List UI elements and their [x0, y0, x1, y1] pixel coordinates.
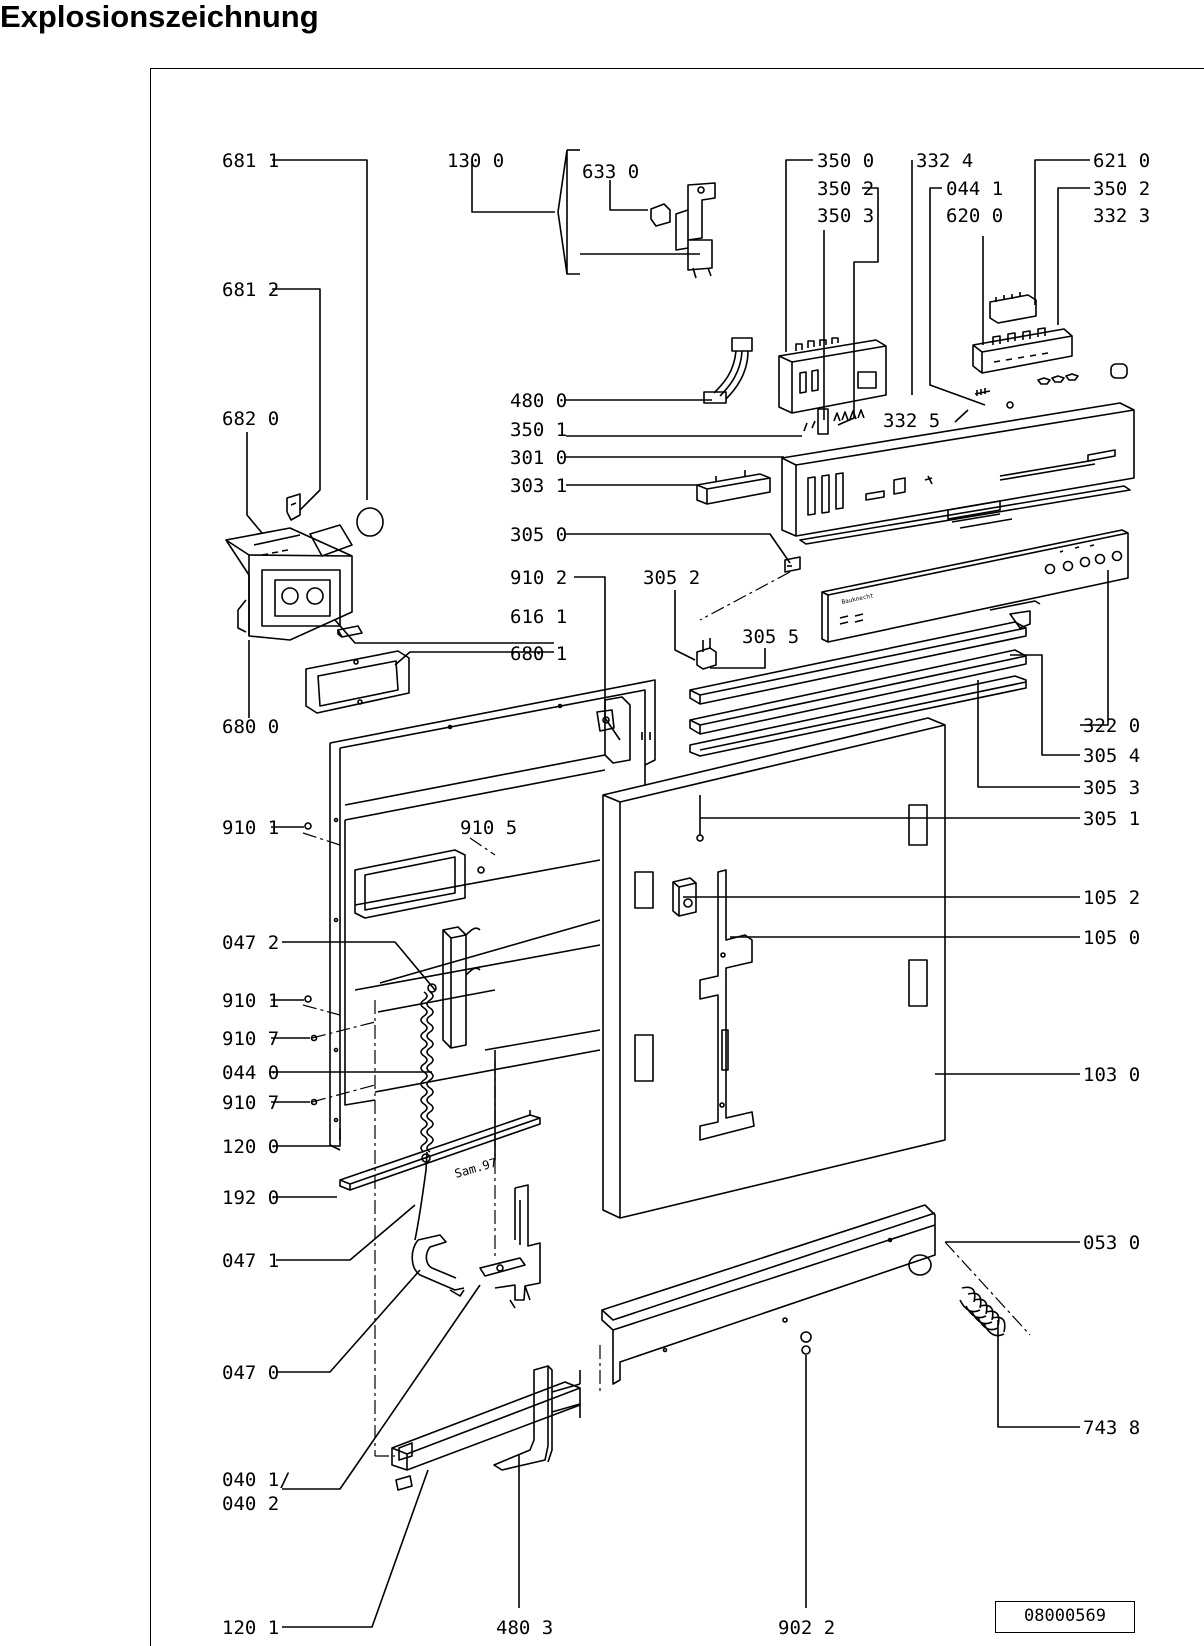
label-350-0: 350 0: [817, 150, 874, 172]
label-305-5: 305 5: [742, 626, 799, 648]
part-743-8-hose: [959, 1286, 1006, 1337]
label-350-2-a: 350 2: [817, 178, 874, 200]
label-350-1: 350 1: [510, 419, 567, 441]
label-305-3: 305 3: [1083, 777, 1140, 799]
part-633-clip: [650, 203, 671, 227]
label-350-3: 350 3: [817, 205, 874, 227]
label-192-0: 192 0: [222, 1187, 279, 1209]
part-480-cable-harness: [703, 337, 753, 404]
part-902-2-screw: [800, 1331, 812, 1355]
label-305-4: 305 4: [1083, 745, 1140, 767]
part-480-3-bracket: [493, 1365, 581, 1471]
label-680-0: 680 0: [222, 716, 279, 738]
label-332-5: 332 5: [883, 410, 940, 432]
document-id: 08000569: [995, 1601, 1135, 1633]
label-305-2: 305 2: [643, 567, 700, 589]
label-044-0: 044 0: [222, 1062, 279, 1084]
label-633-0: 633 0: [582, 161, 639, 183]
part-130-bracket: [675, 182, 716, 279]
label-910-2: 910 2: [510, 567, 567, 589]
part-680-dispenser: [225, 524, 353, 641]
label-681-1: 681 1: [222, 150, 279, 172]
label-322-0: 322 0: [1083, 715, 1140, 737]
label-044-1: 044 1: [946, 178, 1003, 200]
label-332-3: 332 3: [1093, 205, 1150, 227]
label-040-2: 040 2: [222, 1493, 279, 1515]
part-105-0-latch-plate: [699, 869, 755, 1141]
label-047-2: 047 2: [222, 932, 279, 954]
part-681-2-spring: [286, 493, 301, 521]
part-305-cover-strip: [784, 556, 801, 573]
part-350-3-leds: [833, 409, 865, 422]
label-303-1: 303 1: [510, 475, 567, 497]
part-105-2-lock: [672, 877, 697, 917]
part-047-1-pulley: [411, 1234, 465, 1297]
label-902-2: 902 2: [778, 1617, 835, 1639]
part-103-outer-door: [602, 717, 946, 1219]
brand-logo-text: Bauknecht: [841, 592, 875, 606]
part-305-1-screw: [696, 795, 704, 842]
part-350-1-connector: [817, 408, 829, 435]
label-047-1: 047 1: [222, 1250, 279, 1272]
part-332-3-buttons: [1037, 363, 1128, 385]
part-053-kick-plate: [601, 1204, 936, 1385]
label-910-1-b: 910 1: [222, 990, 279, 1012]
label-305-0: 305 0: [510, 524, 567, 546]
label-681-2: 681 2: [222, 279, 279, 301]
label-621-0: 621 0: [1093, 150, 1150, 172]
label-053-0: 053 0: [1083, 1232, 1140, 1254]
label-305-1: 305 1: [1083, 808, 1140, 830]
label-105-2: 105 2: [1083, 887, 1140, 909]
part-301-panel-housing: [781, 402, 1135, 545]
label-120-0: 120 0: [222, 1136, 279, 1158]
label-910-7-b: 910 7: [222, 1092, 279, 1114]
part-680-1-gasket: [305, 650, 410, 714]
part-040-hinge-bracket: [479, 1184, 541, 1309]
part-labels: 681 1 681 2 682 0 680 0 616 1 680 1 130 …: [222, 150, 1150, 1639]
part-620-control-module: [972, 327, 1073, 374]
label-350-2-b: 350 2: [1093, 178, 1150, 200]
label-616-1: 616 1: [510, 606, 567, 628]
part-120-inner-door: [329, 679, 656, 1160]
part-350-electronic-board: [778, 337, 887, 432]
stamp-text: Sam.97: [453, 1155, 499, 1180]
label-047-0: 047 0: [222, 1362, 279, 1384]
part-305-2-clip: [696, 638, 717, 670]
label-103-0: 103 0: [1083, 1064, 1140, 1086]
label-130-0: 130 0: [447, 150, 504, 172]
part-192-rail: [339, 1110, 541, 1191]
label-620-0: 620 0: [946, 205, 1003, 227]
part-910-screws: [304, 822, 485, 1106]
leader-lines: [246, 149, 1109, 1628]
part-621-relay: [989, 292, 1037, 324]
label-680-1: 680 1: [510, 643, 567, 665]
label-120-1: 120 1: [222, 1617, 279, 1639]
label-301-0: 301 0: [510, 447, 567, 469]
label-910-1-a: 910 1: [222, 817, 279, 839]
label-480-0: 480 0: [510, 390, 567, 412]
page-title: Explosionszeichnung: [0, 0, 319, 34]
label-910-7-a: 910 7: [222, 1028, 279, 1050]
part-044-1-spring: [974, 388, 1014, 409]
part-303-indicator-window: [696, 470, 771, 505]
label-480-3: 480 3: [496, 1617, 553, 1639]
label-332-4: 332 4: [916, 150, 973, 172]
part-681-1-cap: [356, 507, 384, 537]
part-044-door-spring: [414, 983, 437, 1241]
part-616-1-latch: [337, 625, 363, 638]
label-682-0: 682 0: [222, 408, 279, 430]
part-322-front-panel: [821, 529, 1129, 643]
drawing-frame: [150, 68, 1204, 1646]
label-910-5: 910 5: [460, 817, 517, 839]
label-743-8: 743 8: [1083, 1417, 1140, 1439]
label-105-0: 105 0: [1083, 927, 1140, 949]
part-305-rails: [689, 600, 1041, 757]
label-040-1: 040 1/: [222, 1469, 291, 1491]
